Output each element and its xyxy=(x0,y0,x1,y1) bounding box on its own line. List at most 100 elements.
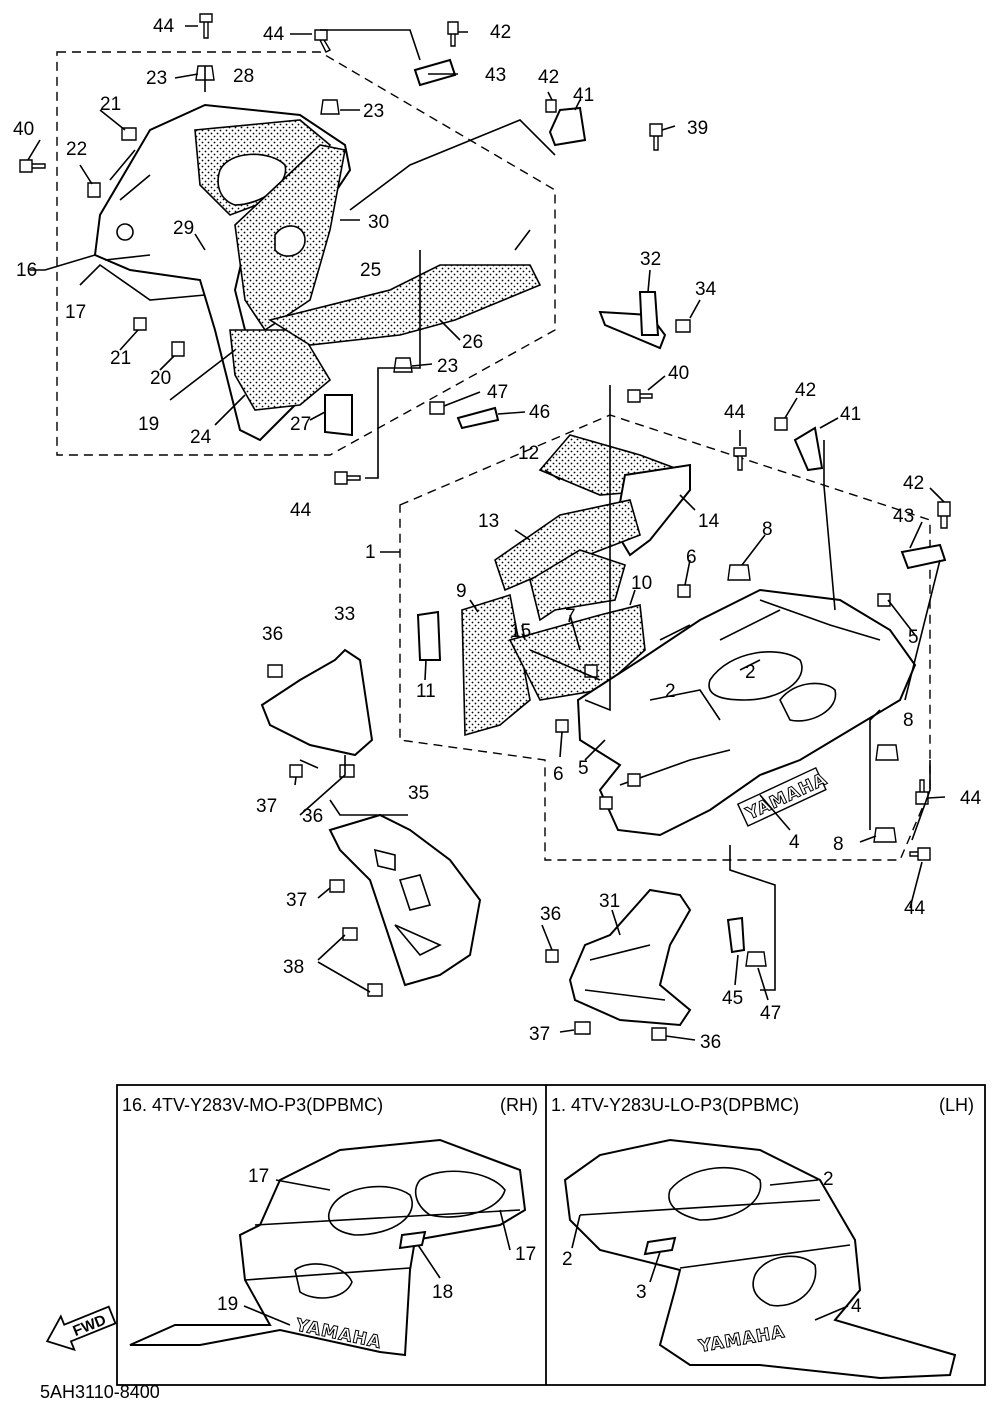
callout-41: 41 xyxy=(573,85,594,106)
callout-17: 17 xyxy=(515,1244,536,1265)
bolt-42 xyxy=(937,501,951,529)
callout-40: 40 xyxy=(13,119,34,140)
lh-variant-shell xyxy=(563,1138,957,1380)
grommet-47 xyxy=(745,951,767,967)
callout-45: 45 xyxy=(722,988,743,1009)
clip-21 xyxy=(133,317,147,331)
callout-38: 38 xyxy=(283,957,304,978)
callout-24: 24 xyxy=(190,427,212,448)
bracket-43 xyxy=(413,58,457,87)
callout-8: 8 xyxy=(833,834,844,855)
rh-vent-hole xyxy=(274,225,306,257)
lh-variant-opening xyxy=(668,1166,762,1221)
bracket-31-detail xyxy=(584,944,666,1001)
callout-9: 9 xyxy=(456,581,467,602)
callout-42: 42 xyxy=(490,22,511,43)
rh-variant-title: 16. 4TV-Y283V-MO-P3(DPBMC) xyxy=(122,1095,383,1115)
callout-36: 36 xyxy=(302,806,323,827)
callout-44: 44 xyxy=(153,16,175,37)
bolt-34 xyxy=(675,319,691,333)
forward-direction-arrow: FWD xyxy=(45,1305,117,1352)
callout-17: 17 xyxy=(65,302,86,323)
callout-12: 12 xyxy=(518,443,539,464)
callout-47: 47 xyxy=(760,1003,781,1024)
callout-39: 39 xyxy=(687,118,708,139)
fwd-label: FWD xyxy=(71,1311,109,1340)
clip-36 xyxy=(267,664,283,678)
rh-lower-extension-25 xyxy=(267,264,542,346)
screw-38 xyxy=(342,927,358,941)
callout-15: 15 xyxy=(510,621,531,642)
cover-35-slot xyxy=(394,924,442,956)
variant-panels: 16. 4TV-Y283V-MO-P3(DPBMC) (RH) YAMAHA 1… xyxy=(116,1084,986,1386)
callout-26: 26 xyxy=(462,332,483,353)
callout-36: 36 xyxy=(540,904,561,925)
callout-28: 28 xyxy=(233,66,254,87)
callout-17: 17 xyxy=(248,1166,269,1187)
lh-shell-detail xyxy=(619,599,881,786)
callout-18: 18 xyxy=(432,1282,453,1303)
callout-22: 22 xyxy=(66,139,87,160)
callout-8: 8 xyxy=(903,710,914,731)
callout-10: 10 xyxy=(631,573,652,594)
callout-19: 19 xyxy=(138,414,159,435)
lh-intake-opening xyxy=(708,651,803,701)
callout-19: 19 xyxy=(217,1294,238,1315)
grommet-8 xyxy=(727,564,751,581)
fwd-arrow-icon xyxy=(45,1305,117,1352)
callout-44: 44 xyxy=(724,402,746,423)
callout-37: 37 xyxy=(286,890,307,911)
bolt-42 xyxy=(545,99,557,113)
rh-variant-side: (RH) xyxy=(500,1095,538,1115)
grommet-22 xyxy=(87,182,101,198)
callout-2: 2 xyxy=(562,1249,573,1270)
callout-3: 3 xyxy=(636,1282,647,1303)
grommet-8 xyxy=(873,827,897,843)
callout-23: 23 xyxy=(363,101,384,122)
callout-1: 1 xyxy=(365,542,376,563)
rh-assembly-boundary xyxy=(56,51,556,456)
cover-35-slot xyxy=(398,874,432,911)
callout-44: 44 xyxy=(904,898,926,919)
stay-41 xyxy=(548,106,587,147)
lh-variant-title: 1. 4TV-Y283U-LO-P3(DPBMC) xyxy=(551,1095,799,1115)
callout-5: 5 xyxy=(908,627,919,648)
stay-41 xyxy=(793,426,824,472)
screw-40 xyxy=(19,159,46,173)
rh-cowling-variant: YAMAHA xyxy=(129,1138,527,1357)
screw-44 xyxy=(909,847,931,861)
inner-panel-10 xyxy=(508,604,646,701)
callout-8: 8 xyxy=(762,519,773,540)
callout-36: 36 xyxy=(700,1032,721,1053)
diagram-code: 5AH3110-8400 xyxy=(40,1382,160,1402)
callout-25: 25 xyxy=(360,260,381,281)
clip-6 xyxy=(677,584,691,598)
lh-variant-vent xyxy=(752,1255,817,1307)
callout-30: 30 xyxy=(368,212,389,233)
inner-panel-13 xyxy=(494,499,641,592)
lh-variant-leaders xyxy=(571,1179,849,1321)
callout-36: 36 xyxy=(262,624,283,645)
rh-variant-opening xyxy=(328,1185,413,1236)
clip-6 xyxy=(555,719,569,733)
callout-11: 11 xyxy=(416,681,436,702)
inner-cover-35 xyxy=(328,813,482,987)
lh-assembly-boundary xyxy=(399,414,931,861)
callout-41: 41 xyxy=(840,404,861,425)
callout-37: 37 xyxy=(256,796,277,817)
lower-hardware xyxy=(260,389,951,1041)
screw-37 xyxy=(574,1021,591,1035)
callout-44: 44 xyxy=(960,788,982,809)
callout-21: 21 xyxy=(100,94,121,115)
callout-37: 37 xyxy=(529,1024,550,1045)
inner-panel-9 xyxy=(461,593,531,737)
rh-variant-opening xyxy=(414,1170,506,1218)
callout-4: 4 xyxy=(851,1296,862,1317)
callout-6: 6 xyxy=(553,764,564,785)
bracket-27 xyxy=(324,394,353,437)
nut-23 xyxy=(393,357,413,373)
bracket-11 xyxy=(416,610,442,661)
callout-21: 21 xyxy=(110,348,131,369)
clip-36 xyxy=(339,764,355,778)
